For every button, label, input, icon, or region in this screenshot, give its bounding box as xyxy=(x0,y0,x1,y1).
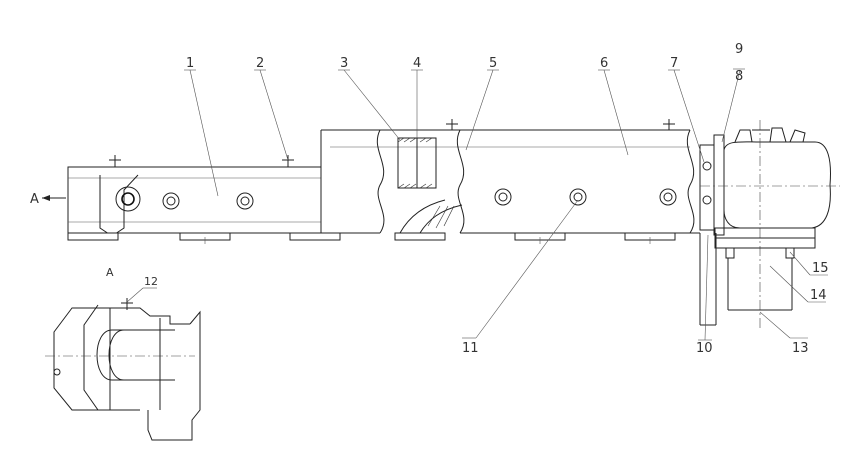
left-beam xyxy=(67,155,341,244)
callout-4: 4 xyxy=(413,56,421,71)
callout-8: 8 xyxy=(735,69,743,84)
callout-9: 9 xyxy=(735,42,743,57)
callout-15: 15 xyxy=(812,261,829,276)
callout-6: 6 xyxy=(600,56,608,71)
callout-2: 2 xyxy=(256,56,264,71)
callout-5: 5 xyxy=(489,56,497,71)
view-arrow-a xyxy=(42,195,66,201)
callout-1: 1 xyxy=(186,56,194,71)
section-label-a: A xyxy=(106,266,114,279)
callouts: A A 1 2 3 4 5 6 7 9 8 10 11 12 15 14 13 xyxy=(30,42,829,356)
callout-7: 7 xyxy=(670,56,678,71)
drive-unit xyxy=(699,120,840,330)
main-beam xyxy=(320,119,700,244)
callout-3: 3 xyxy=(340,56,348,71)
callout-11: 11 xyxy=(462,341,479,356)
callout-12: 12 xyxy=(144,275,158,288)
callout-10: 10 xyxy=(696,341,713,356)
view-marker-a: A xyxy=(30,192,39,207)
leader-lines xyxy=(126,68,828,341)
callout-13: 13 xyxy=(792,341,809,356)
section-view-a xyxy=(45,298,201,441)
callout-14: 14 xyxy=(810,288,827,303)
